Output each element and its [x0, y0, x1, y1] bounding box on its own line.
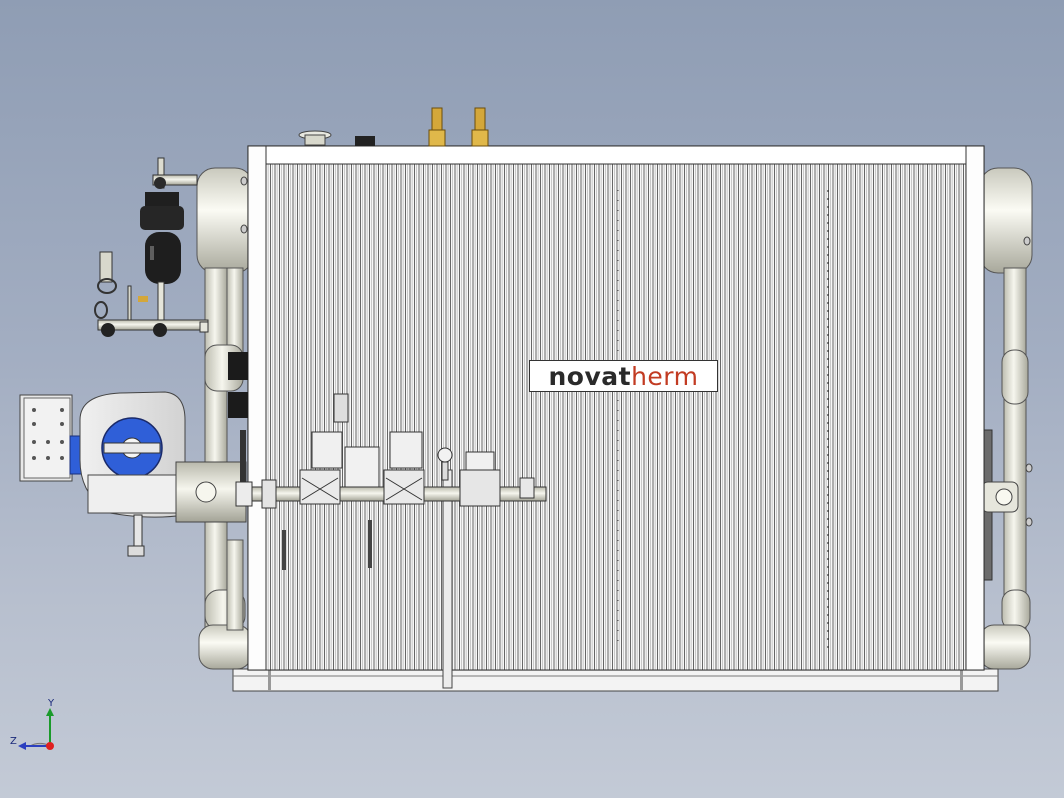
brand-logo: novatherm: [548, 364, 698, 389]
control-boxes: [228, 352, 248, 482]
top-sensor-block: [355, 136, 375, 146]
triad-icon: [18, 708, 54, 750]
view-orientation-triad[interactable]: Y Z: [10, 698, 62, 756]
brand-logo-plate: novatherm: [529, 360, 718, 392]
brand-name-part1: novat: [548, 361, 632, 391]
y-axis-label: Y: [48, 698, 55, 709]
right-riser-pipe: [979, 267, 1033, 670]
left-header-drum: [196, 167, 254, 274]
right-header-drum: [979, 167, 1033, 274]
left-riser-pipe: [198, 267, 252, 670]
brass-fitting-left: [428, 107, 446, 147]
brand-name-part2: herm: [631, 361, 699, 391]
z-axis-label: Z: [10, 736, 17, 747]
gas-train: [235, 393, 547, 570]
burner-unit: [19, 391, 247, 557]
brass-fitting-right: [471, 107, 489, 147]
heat-exchanger-body: [247, 145, 985, 689]
safety-valve-assembly: [94, 157, 209, 337]
top-vent-fitting: [298, 130, 332, 146]
base-frame: [232, 668, 999, 692]
